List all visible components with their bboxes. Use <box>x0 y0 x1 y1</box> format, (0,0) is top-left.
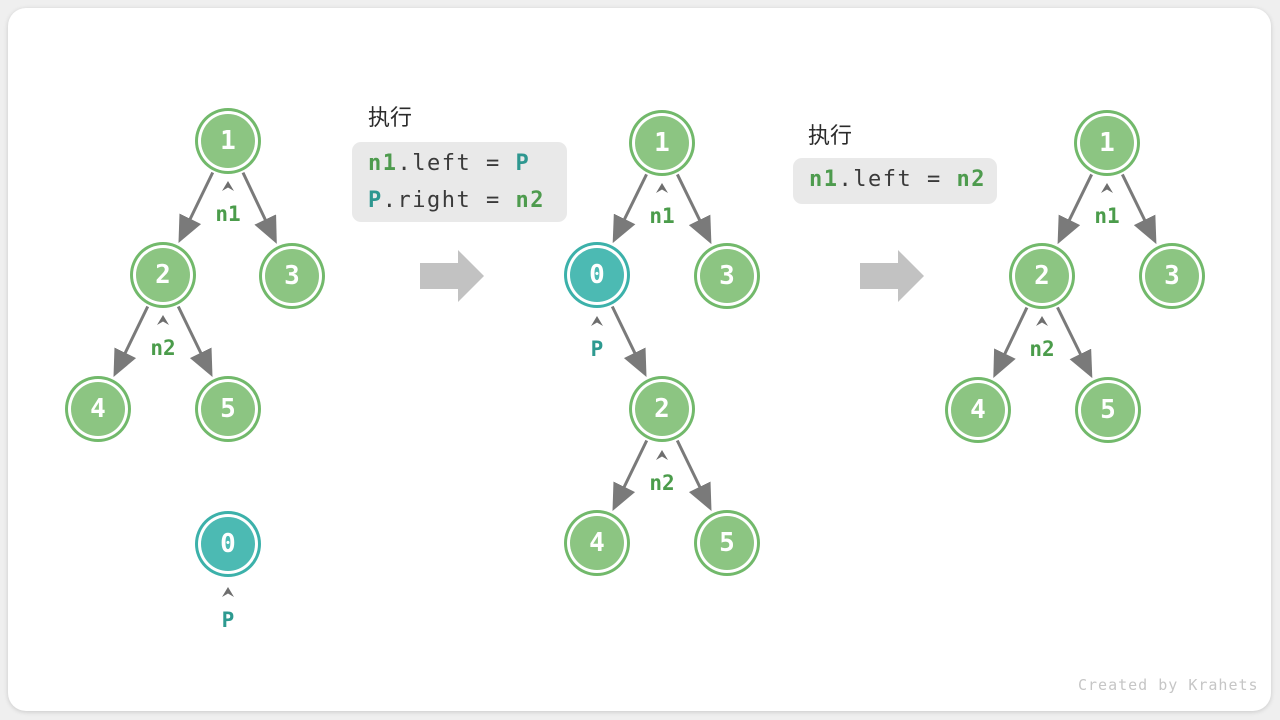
pointer-label-n2: n2 <box>150 336 176 360</box>
code-token: n2 <box>515 188 545 213</box>
tree-node-5: 5 <box>700 516 754 570</box>
watermark-credit: Created by Krahets <box>1078 676 1259 694</box>
code-line: n1.left = P <box>368 145 551 182</box>
tree-node-4: 4 <box>951 383 1005 437</box>
tree-node-1: 1 <box>635 116 689 170</box>
pointer-label-n1: n1 <box>215 202 241 226</box>
tree-node-0: 0 <box>570 248 624 302</box>
tree-node-3: 3 <box>1145 249 1199 303</box>
tree-node-3: 3 <box>265 249 319 303</box>
pointer-label-n2: n2 <box>649 471 675 495</box>
tree-node-5: 5 <box>201 382 255 436</box>
code-token: .right = <box>382 188 516 213</box>
tree-node-4: 4 <box>570 516 624 570</box>
tree-node-2: 2 <box>1015 249 1069 303</box>
pointer-label-P: P <box>221 608 235 632</box>
tree-node-5: 5 <box>1081 383 1135 437</box>
exec-label-2: 执行 <box>808 123 853 148</box>
exec-label-1: 执行 <box>368 105 413 130</box>
code-token: P <box>515 151 531 176</box>
code-line: n1.left = n2 <box>809 161 984 198</box>
tree-node-3: 3 <box>700 249 754 303</box>
code-box-2: n1.left = n2 <box>793 158 997 204</box>
code-token: n1 <box>368 151 398 176</box>
pointer-label-n2: n2 <box>1029 337 1055 361</box>
code-token: .left = <box>838 167 957 192</box>
code-token: n2 <box>956 167 986 192</box>
tree-node-0: 0 <box>201 517 255 571</box>
tree-node-2: 2 <box>635 382 689 436</box>
pointer-label-P: P <box>590 337 604 361</box>
pointer-label-n1: n1 <box>649 204 675 228</box>
tree-node-1: 1 <box>201 114 255 168</box>
tree-node-4: 4 <box>71 382 125 436</box>
pointer-label-n1: n1 <box>1094 204 1120 228</box>
code-token: P <box>368 188 383 213</box>
code-token: n1 <box>809 167 839 192</box>
tree-node-2: 2 <box>136 248 190 302</box>
code-token: .left = <box>397 151 516 176</box>
code-line: P.right = n2 <box>368 182 551 219</box>
tree-node-1: 1 <box>1080 116 1134 170</box>
